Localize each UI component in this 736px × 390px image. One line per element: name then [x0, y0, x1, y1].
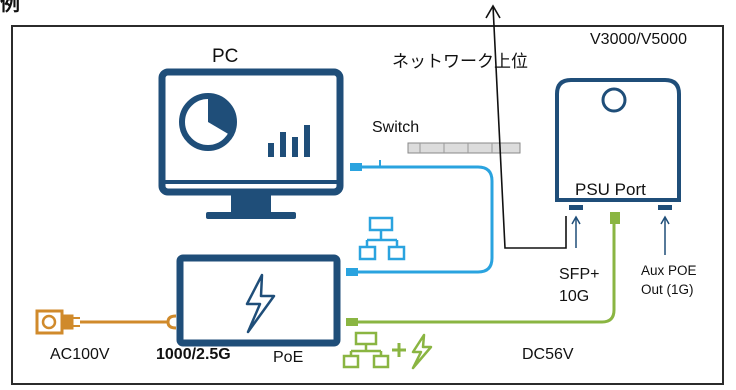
- poe-label: PoE: [273, 349, 304, 366]
- power-cable: [346, 212, 620, 326]
- aux-poe-label: Aux POE Out (1G): [641, 262, 697, 300]
- heading: 例: [0, 0, 20, 15]
- ac-outlet-icon: [35, 309, 177, 335]
- poe-injector-icon: [176, 254, 341, 347]
- sfp-label-line1: SFP+: [559, 266, 600, 283]
- aux-label-line1: Aux POE: [641, 263, 697, 278]
- switch-label: Switch: [372, 119, 420, 136]
- model-label: V3000/V5000: [590, 31, 687, 48]
- switch-device-icon: [407, 142, 521, 154]
- dc-label: DC56V: [522, 346, 574, 363]
- pc-label: PC: [212, 46, 239, 67]
- psu-port-label: PSU Port: [575, 180, 646, 199]
- v3000-device-icon: [555, 78, 681, 255]
- network-power-icon: [342, 331, 433, 370]
- network-upper-label: ネットワーク上位: [392, 52, 528, 71]
- network-upstream-arrow: [485, 4, 567, 249]
- aux-label-line2: Out (1G): [641, 281, 694, 297]
- diagram-frame: [11, 25, 724, 385]
- network-icon: [358, 216, 406, 261]
- sfp-label: SFP+ 10G: [559, 264, 599, 307]
- pc-monitor-icon: [158, 68, 344, 219]
- speed-label: 1000/2.5G: [156, 346, 231, 363]
- sfp-label-line2: 10G: [559, 287, 590, 305]
- ac-label: AC100V: [50, 346, 110, 363]
- ethernet-cable: [346, 160, 494, 276]
